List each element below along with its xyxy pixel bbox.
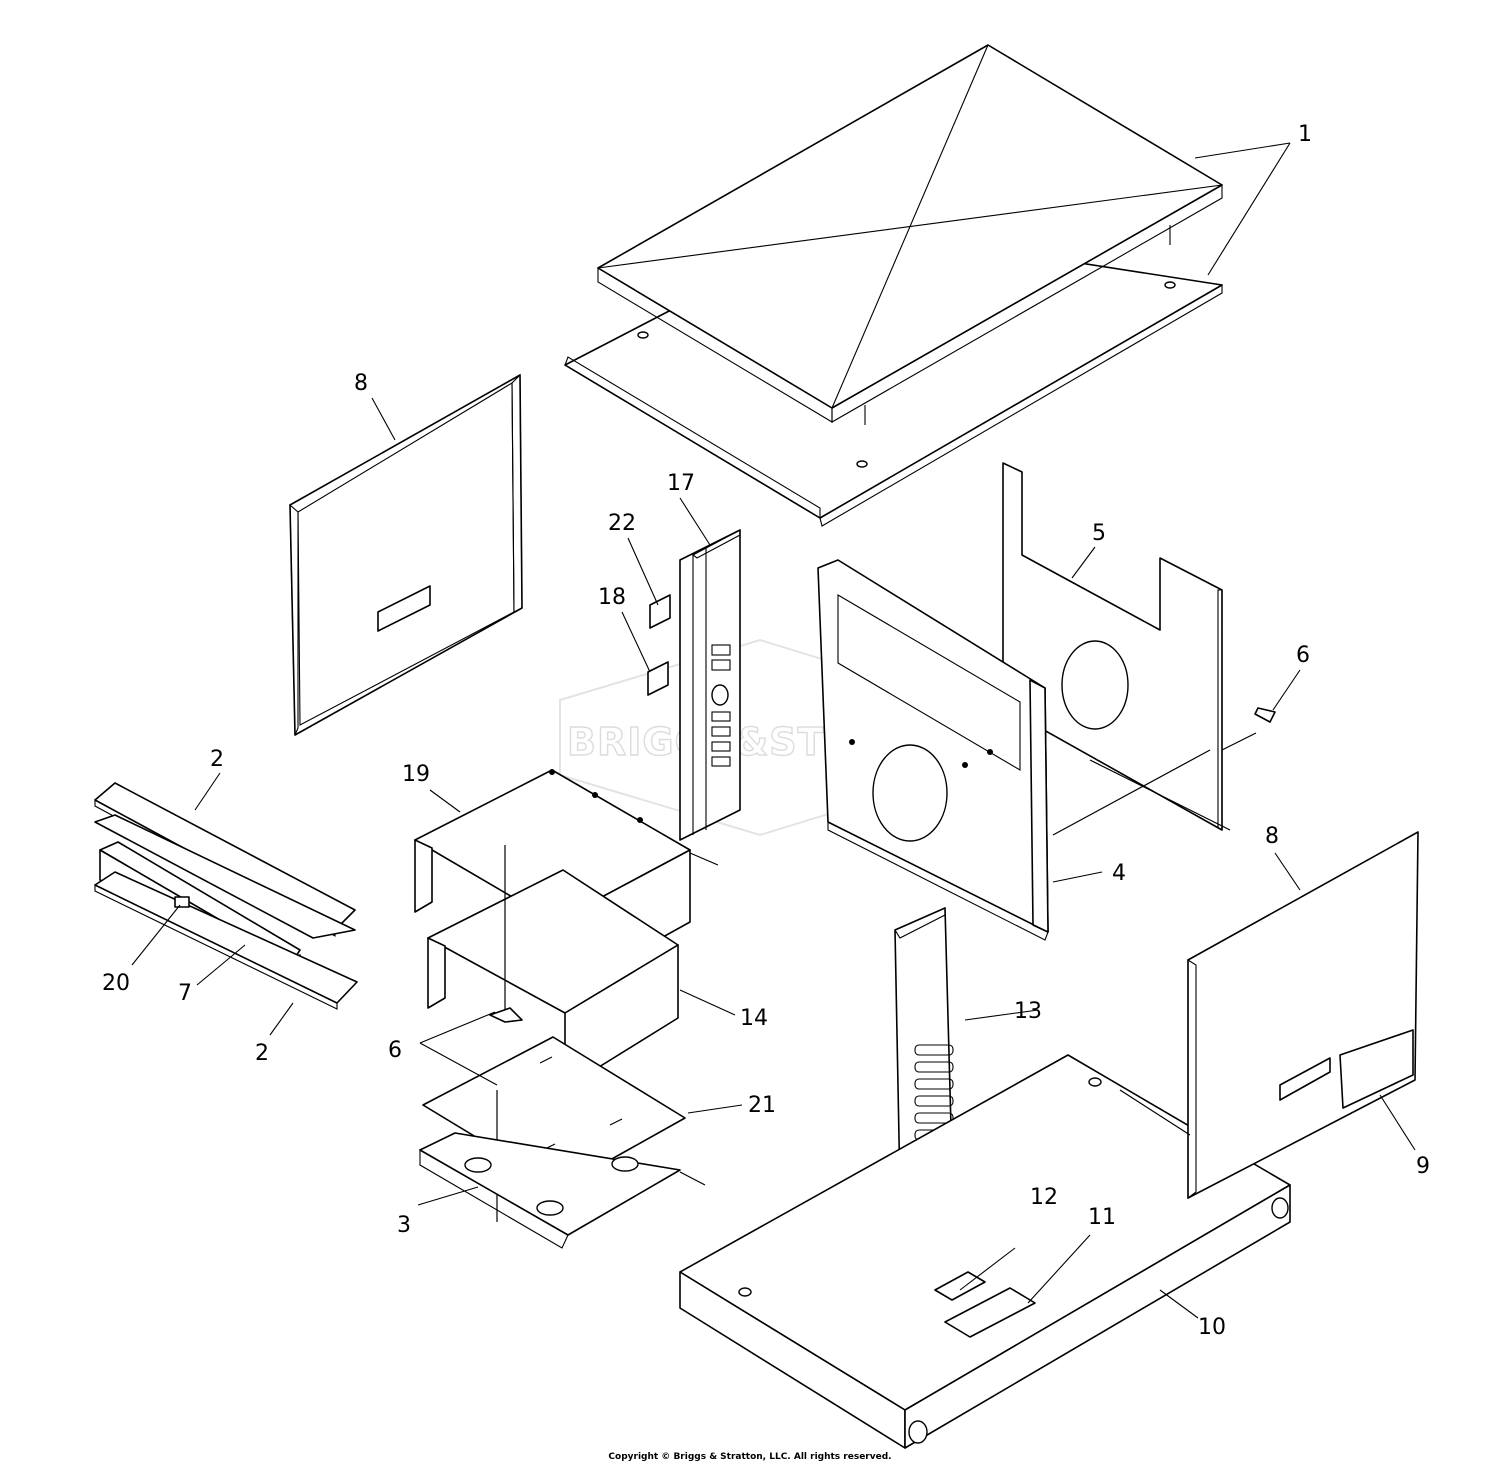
callout-6-center: 6 <box>388 1038 402 1063</box>
part-10-base-frame <box>679 1054 1291 1449</box>
part-2-7-filter-stack <box>94 782 358 1010</box>
callout-17: 17 <box>667 471 695 496</box>
callout-10: 10 <box>1198 1315 1226 1340</box>
callout-22: 22 <box>608 511 636 536</box>
callout-2-top: 2 <box>210 747 224 772</box>
part-17-control-rail <box>647 529 741 841</box>
callout-7: 7 <box>178 981 192 1006</box>
callout-8-right: 8 <box>1265 824 1279 849</box>
callout-8-left: 8 <box>354 371 368 396</box>
part-6-clip-a <box>489 1007 523 1023</box>
decal-9 <box>1339 1029 1414 1109</box>
assembly-lines <box>679 732 1257 1186</box>
part-8-left-side-panel <box>289 373 523 736</box>
part-8-right-side-panel <box>1187 831 1419 1200</box>
callout-labels: 1 8 17 22 5 18 6 2 19 8 4 20 7 13 14 6 2… <box>102 122 1430 1340</box>
callout-19: 19 <box>402 762 430 787</box>
right-panel-handle <box>1279 1057 1331 1101</box>
callout-21: 21 <box>748 1093 776 1118</box>
callout-12: 12 <box>1030 1185 1058 1210</box>
decal-22 <box>649 594 671 629</box>
callout-4: 4 <box>1112 861 1126 886</box>
callout-18: 18 <box>598 585 626 610</box>
part-4-front-frame <box>817 559 1049 941</box>
decal-18 <box>647 661 669 696</box>
callout-20: 20 <box>102 971 130 996</box>
callout-6-right: 6 <box>1296 643 1310 668</box>
callout-leaders <box>131 142 1416 1319</box>
part-6-clip-right <box>1254 707 1276 723</box>
filter-clip <box>174 896 190 908</box>
callout-11: 11 <box>1088 1205 1116 1230</box>
decal-11 <box>944 1287 1036 1338</box>
callout-14: 14 <box>740 1006 768 1031</box>
callout-2-bottom: 2 <box>255 1041 269 1066</box>
callout-13: 13 <box>1014 999 1042 1024</box>
callout-5: 5 <box>1092 521 1106 546</box>
part-14-lower-enclosure <box>427 845 679 1089</box>
callout-9: 9 <box>1416 1154 1430 1179</box>
left-panel-vent-slot <box>377 585 431 632</box>
decal-12 <box>934 1271 986 1301</box>
copyright-notice: Copyright © Briggs & Stratton, LLC. All … <box>608 1452 892 1462</box>
callout-1: 1 <box>1298 122 1312 147</box>
part-1-roof-assembly <box>564 44 1223 527</box>
callout-3: 3 <box>397 1213 411 1238</box>
part-3-base-tray <box>419 1132 681 1249</box>
part-5-rear-panel <box>1002 462 1223 831</box>
